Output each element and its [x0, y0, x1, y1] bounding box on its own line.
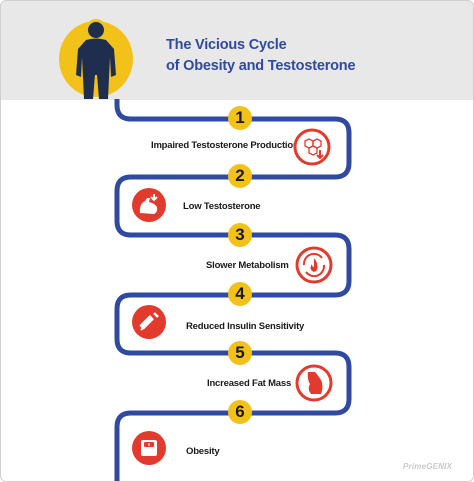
flexed-arm-icon [132, 188, 166, 222]
brand-watermark: PrimeGENIX [403, 462, 453, 471]
step-6-number: 6 [228, 400, 252, 424]
step-6-label: Obesity [186, 446, 220, 457]
step-4-label: Reduced Insulin Sensitivity [186, 321, 305, 332]
molecule-down-icon [293, 128, 331, 166]
step-3-number: 3 [228, 223, 252, 247]
step-5-label: Increased Fat Mass [207, 378, 292, 389]
syringe-icon [132, 305, 166, 339]
belly-icon [295, 364, 333, 402]
step-3-label: Slower Metabolism [206, 260, 289, 271]
title-line-2: of Obesity and Testosterone [166, 58, 356, 74]
scale-icon [132, 431, 166, 465]
step-4-number: 4 [228, 282, 252, 306]
title-line-1: The Vicious Cycle [166, 37, 287, 53]
step-1-number: 1 [228, 106, 252, 130]
cycle-path-line [114, 99, 352, 481]
obese-man-silhouette-icon [59, 19, 133, 99]
step-1-label: Impaired Testosterone Production [151, 140, 299, 151]
step-2-number: 2 [228, 164, 252, 188]
flame-cycle-icon [295, 246, 333, 284]
step-5-number: 5 [228, 341, 252, 365]
step-2-label: Low Testosterone [183, 201, 261, 212]
